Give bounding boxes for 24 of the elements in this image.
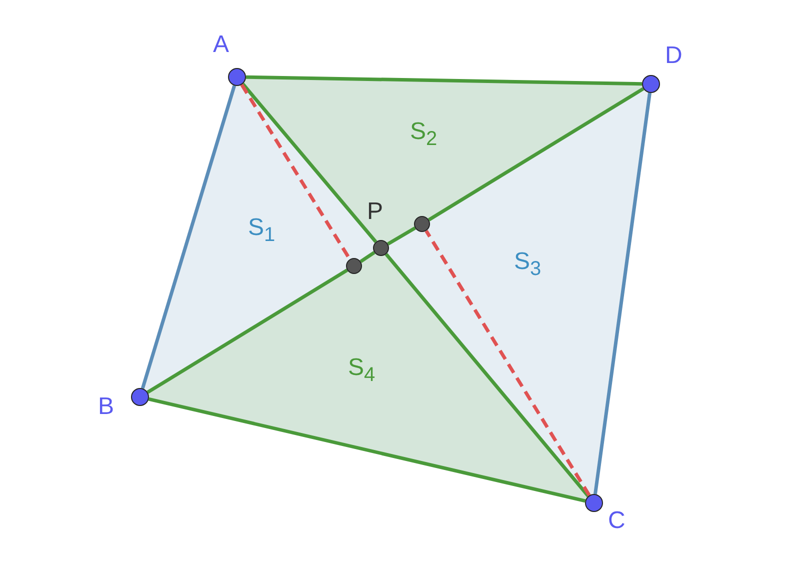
point-label: P (367, 200, 384, 224)
line-segment (593, 92, 652, 494)
line-segment (384, 253, 590, 498)
point-marker (228, 68, 246, 86)
point-marker (585, 494, 603, 512)
point-label: B (98, 395, 114, 419)
line-segment (148, 397, 586, 503)
line-segment (146, 268, 348, 394)
line-segment (246, 75, 642, 86)
point-marker (131, 388, 149, 406)
line-segment (428, 87, 644, 222)
area-label: S$_{2}$ (410, 120, 438, 151)
line-segment (241, 82, 378, 243)
point-label: D (665, 44, 682, 68)
point-label: C (608, 509, 626, 533)
area-label: S$_{4}$ (348, 356, 376, 387)
dashed-line (424, 230, 591, 496)
line-segment (360, 250, 376, 264)
line-segment (140, 85, 236, 389)
area-label: S$_{3}$ (514, 250, 542, 281)
area-label: S$_{1}$ (248, 216, 276, 247)
point-marker (642, 75, 660, 93)
line-segment (387, 226, 416, 246)
point-label: A (213, 33, 230, 57)
